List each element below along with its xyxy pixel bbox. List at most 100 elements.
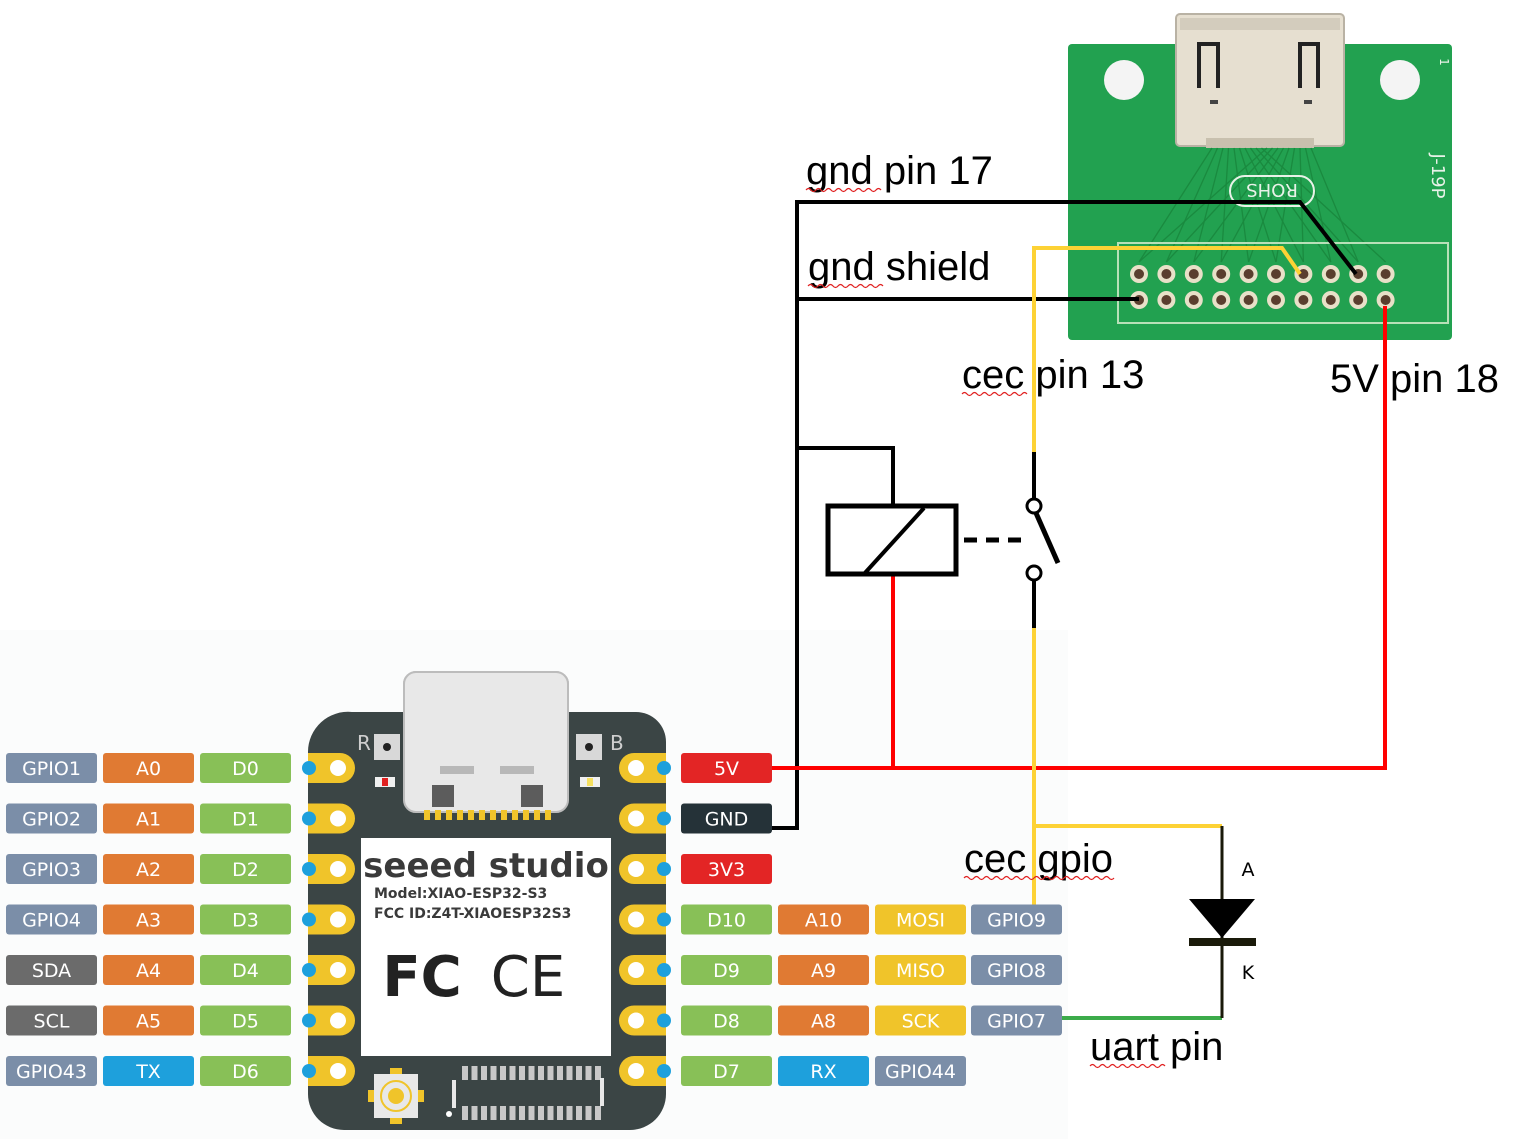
pin-label-a2-text: A2	[136, 859, 161, 881]
pin-label-a1: A1	[103, 803, 194, 834]
annotations: gnd pin 17 gnd shield cec pin 13 5V pin …	[805, 149, 1499, 1069]
pin-label-d7-bg	[681, 1056, 772, 1086]
pin-label-d0: D0	[200, 753, 291, 783]
pin-label-d3-text: D3	[232, 910, 259, 932]
pin-label-sda-text: SDA	[32, 960, 71, 982]
pin-label-gnd-text: GND	[705, 809, 749, 831]
pin-label-5v-bg	[681, 753, 772, 783]
pin-label-gpio2: GPIO2	[6, 803, 97, 834]
pin-label-d6: D6	[200, 1056, 291, 1086]
pad-dot	[302, 1064, 316, 1078]
pin-label-d6-bg	[200, 1056, 291, 1086]
diode-bar	[1189, 938, 1256, 946]
pin-label-gpio44-bg	[875, 1056, 966, 1086]
pad-hole	[628, 1063, 644, 1079]
pin-one-silk: 1	[1437, 58, 1451, 66]
pin-label-a4-text: A4	[136, 960, 161, 982]
pin-label-5v: 5V	[681, 753, 772, 783]
pin-label-a3-text: A3	[136, 910, 161, 932]
diode-cathode-label: K	[1242, 962, 1255, 984]
mounting-hole-right	[1380, 60, 1420, 100]
pin-label-rx-text: RX	[810, 1061, 836, 1083]
pin-label-gpio4: GPIO4	[6, 904, 97, 935]
pin-label-gpio9-text: GPIO9	[987, 910, 1046, 932]
pin-label-gpio2-text: GPIO2	[22, 809, 81, 831]
pin-label-a3-bg	[103, 904, 194, 935]
pad-hole	[628, 810, 644, 827]
pin-label-d1: D1	[200, 803, 291, 834]
pin-label-a9: A9	[778, 955, 869, 985]
pin-label-a10: A10	[778, 904, 869, 935]
pin-label-d5-text: D5	[232, 1011, 259, 1033]
pin-label-tx-text: TX	[135, 1061, 161, 1083]
relay-coil	[825, 503, 959, 577]
pin-label-5v-text: 5V	[714, 758, 739, 780]
switch-blade	[1033, 511, 1061, 565]
pin-label-gpio3: GPIO3	[6, 854, 97, 884]
pin-label-gpio1: GPIO1	[6, 753, 97, 783]
pin-label-a10-text: A10	[805, 910, 842, 932]
fcc-logo: FC	[382, 945, 461, 1010]
pin-label-a8: A8	[778, 1005, 869, 1036]
pin-label-d4-bg	[200, 955, 291, 985]
pin-label-d8-text: D8	[713, 1011, 740, 1033]
pin-label-gpio8: GPIO8	[971, 955, 1062, 985]
pin-label-d1-text: D1	[232, 809, 259, 831]
pad-hole	[330, 1012, 346, 1029]
pin-label-mosi-text: MOSI	[896, 910, 945, 932]
led-red	[382, 778, 388, 786]
pin-label-a8-text: A8	[811, 1011, 836, 1033]
pin-label-gpio9-bg	[971, 904, 1062, 935]
pin-label-a1-bg	[103, 803, 194, 834]
pin-label-gpio7-bg	[971, 1005, 1062, 1036]
pad-dot	[302, 862, 316, 876]
pin-label-a0-text: A0	[136, 758, 161, 780]
pin-label-gpio44-text: GPIO44	[885, 1061, 956, 1083]
pin-label-d4-text: D4	[232, 960, 259, 982]
pin-label-scl: SCL	[6, 1005, 97, 1036]
pin-label-a0-bg	[103, 753, 194, 783]
pin-label-d5-bg	[200, 1005, 291, 1036]
pin-label-gnd-bg	[681, 803, 772, 834]
pin-label-d2-bg	[200, 854, 291, 884]
diode-triangle	[1189, 899, 1255, 938]
pin-label-a1-text: A1	[136, 809, 161, 831]
pin-label-gpio3-text: GPIO3	[22, 859, 81, 881]
pin-label-gpio43-text: GPIO43	[16, 1061, 87, 1083]
pin-label-d2: D2	[200, 854, 291, 884]
pin-label-sda: SDA	[6, 955, 97, 985]
pad-hole	[330, 760, 346, 776]
pad-dot	[302, 912, 316, 927]
pin-label-d8-bg	[681, 1005, 772, 1036]
wire-gnd-pin17	[762, 200, 1358, 830]
pin-label-d9: D9	[681, 955, 772, 985]
label-cec-gpio: cec gpio	[964, 837, 1113, 881]
pin-label-d10-bg	[681, 904, 772, 935]
pin-label-scl-text: SCL	[34, 1011, 70, 1033]
relay	[825, 452, 1061, 628]
pin-label-gpio1-bg	[6, 753, 97, 783]
pin-label-miso: MISO	[875, 955, 966, 985]
pin-label-d6-text: D6	[232, 1061, 259, 1083]
pin-label-d10-text: D10	[707, 910, 746, 932]
pin-label-d3: D3	[200, 904, 291, 935]
pin-label-gpio44: GPIO44	[875, 1056, 966, 1086]
pad-dot	[302, 811, 316, 826]
label-5v-pin18: 5V pin 18	[1330, 357, 1499, 401]
pin-label-a2-bg	[103, 854, 194, 884]
pin-label-d3-bg	[200, 904, 291, 935]
boot-label: B	[610, 731, 624, 755]
rohs-text: ROHS	[1246, 179, 1298, 200]
pin-label-a10-bg	[778, 904, 869, 935]
pin-label-gpio7-text: GPIO7	[987, 1011, 1046, 1033]
pad-dot	[302, 761, 316, 775]
pin-label-miso-bg	[875, 955, 966, 985]
pin-label-gpio43: GPIO43	[6, 1056, 97, 1086]
pin-label-d8: D8	[681, 1005, 772, 1036]
pin-label-gpio8-bg	[971, 955, 1062, 985]
pin-label-gpio43-bg	[6, 1056, 97, 1086]
pad-dot	[657, 1064, 671, 1078]
pin-label-d0-text: D0	[232, 758, 259, 780]
